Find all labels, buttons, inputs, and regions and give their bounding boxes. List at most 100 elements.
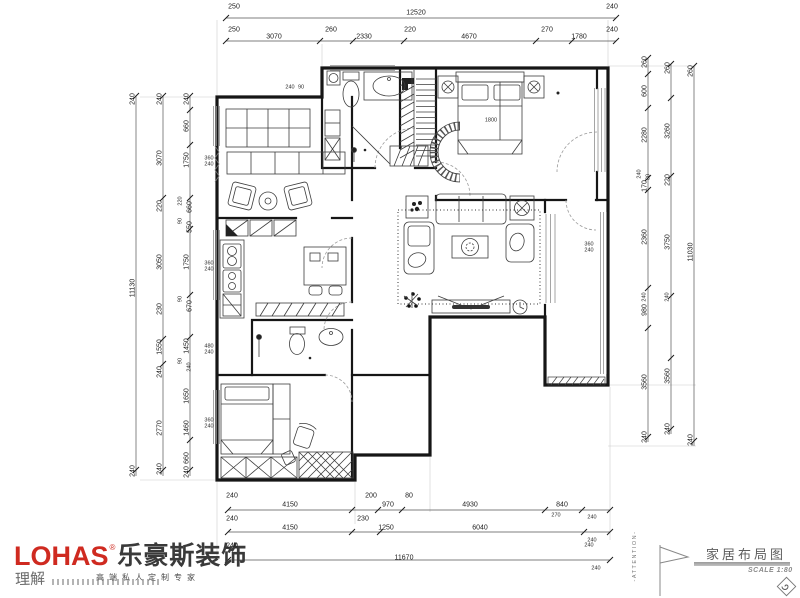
master-bedroom xyxy=(429,71,560,183)
dimension-label: 230 xyxy=(156,303,164,315)
dimension-label: 3070 xyxy=(266,33,282,41)
watermark-smudge xyxy=(52,579,160,585)
dimension-label: 1780 xyxy=(571,33,587,41)
dimension-label: 1800 xyxy=(484,117,498,124)
toilet-icon xyxy=(289,326,306,355)
fridge-icon xyxy=(222,293,242,317)
plant-icon xyxy=(403,292,421,308)
dimension-label: 240 xyxy=(129,465,137,477)
dimension-label: 3050 xyxy=(156,254,164,270)
extension-lines xyxy=(140,20,696,556)
dimension-label: 240 xyxy=(587,537,597,544)
dimension-label: 240 xyxy=(156,93,164,105)
dimension-label: 2280 xyxy=(641,127,649,143)
registered-mark-icon: ® xyxy=(109,543,116,552)
bed-icon xyxy=(220,383,291,455)
dimension-label: 240 xyxy=(664,423,672,435)
kitchen xyxy=(219,239,245,319)
living-room xyxy=(397,193,541,315)
dining-area xyxy=(303,246,347,296)
dimension-label: 1650 xyxy=(183,388,191,404)
north-indicator-icon xyxy=(776,576,797,597)
bed-icon xyxy=(455,71,525,155)
dimension-label: 1460 xyxy=(183,420,191,436)
bedroom-2 xyxy=(220,383,354,479)
window-lines xyxy=(213,65,607,444)
dimension-label: 240 xyxy=(226,492,238,500)
shelf-hatch xyxy=(255,302,345,317)
dimension-label: 240 xyxy=(204,161,214,168)
tv-cabinet-icon xyxy=(431,295,511,314)
dimension-lines xyxy=(135,17,695,561)
wardrobe-hatch-icon xyxy=(220,456,298,479)
side-table-lamp-icon xyxy=(509,195,535,221)
dimension-label: 660 xyxy=(183,120,191,132)
dimension-label: 660 xyxy=(183,452,191,464)
dimension-label: 260 xyxy=(641,56,649,68)
dimension-label: 670 xyxy=(186,300,194,312)
dimension-label: 4930 xyxy=(462,501,478,509)
cabinet-row-icon xyxy=(225,219,297,237)
dimension-label: 80 xyxy=(405,492,413,500)
dimension-label: 3070 xyxy=(156,150,164,166)
sink-icon xyxy=(318,328,344,346)
dimension-label: 250 xyxy=(228,3,240,11)
dimension-label: 240 xyxy=(641,431,649,443)
dimension-label: 600 xyxy=(641,85,649,97)
dimension-label: 11030 xyxy=(687,242,695,262)
toilet-brush-icon xyxy=(351,147,357,162)
dimension-label: 220 xyxy=(404,26,416,34)
shower-glass xyxy=(351,125,391,165)
dimension-label: 240 xyxy=(226,515,238,523)
bathroom-1 xyxy=(324,70,429,167)
cabinet-icon xyxy=(324,109,341,161)
dimension-label: 11130 xyxy=(129,278,137,298)
dimension-label: 220 xyxy=(664,174,672,186)
dimension-label: 550 xyxy=(186,221,194,233)
chaise-icon xyxy=(403,221,435,275)
dimension-label: 90 xyxy=(177,217,184,225)
dimension-label: 11670 xyxy=(394,554,414,562)
towel-stand-icon xyxy=(256,334,262,357)
laundry-icon xyxy=(326,70,341,86)
bath-bench-icon xyxy=(389,145,429,167)
dimension-label: 1750 xyxy=(183,152,191,168)
brand-logo-cn: 乐豪斯装饰 xyxy=(117,542,248,570)
dimension-label: 240 xyxy=(204,266,214,273)
dimension-label: 270 xyxy=(551,512,561,519)
watermark-text: 理解 xyxy=(14,571,46,589)
dimension-label: 240 xyxy=(183,93,191,105)
dimension-label: 3260 xyxy=(664,123,672,139)
clock-icon xyxy=(512,299,528,315)
dimension-label: 6040 xyxy=(472,524,488,532)
dimension-label: 840 xyxy=(556,501,568,509)
dimension-label: 1250 xyxy=(378,524,394,532)
dimension-label: 360 xyxy=(204,260,214,267)
nightstand-icon xyxy=(437,75,459,99)
dining-chair-icon xyxy=(308,285,343,296)
dimension-label: 260 xyxy=(687,65,695,77)
dimension-label: 360 xyxy=(584,241,594,248)
attention-label: -ATTENTION- xyxy=(632,530,638,582)
dimension-label: 240 xyxy=(156,366,164,378)
dimension-label: 12520 xyxy=(406,9,426,17)
toilet-icon xyxy=(342,71,360,108)
armchair-icon xyxy=(227,181,257,211)
drawing-title: 家居布局图 xyxy=(706,547,787,562)
round-table-icon xyxy=(258,191,278,211)
dimension-label: 240 xyxy=(591,565,601,572)
dimension-label: 240 xyxy=(156,463,164,475)
dimension-label: 240 xyxy=(587,514,597,521)
dimension-label: 240 xyxy=(664,292,671,302)
nightstand-icon xyxy=(523,75,545,99)
dining-table-icon xyxy=(303,246,347,286)
dimension-label: 970 xyxy=(382,501,394,509)
dimension-label: 240 xyxy=(641,292,648,302)
wall-hatch xyxy=(214,145,220,183)
dimension-label: 90 xyxy=(177,295,184,303)
dimension-label: 3750 xyxy=(664,234,672,250)
dimension-label: 240 xyxy=(186,362,193,372)
stool-icon xyxy=(281,450,296,466)
